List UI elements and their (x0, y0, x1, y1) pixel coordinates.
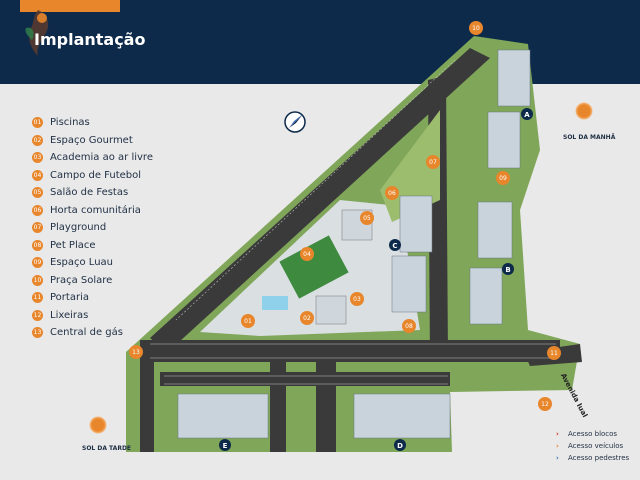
legend-number-badge: 05 (32, 187, 43, 199)
brand-logo-icon (25, 10, 49, 56)
legend-label: Praça Solare (50, 274, 113, 286)
amenities-legend: 01 Piscinas 02 Espaço Gourmet 03 Academia ao … (32, 114, 153, 342)
chevron-right-icon: › (556, 442, 559, 450)
legend-label: Pet Place (50, 239, 96, 251)
legend-item: 05 Salão de Festas (32, 184, 153, 202)
sun-icon-morning (575, 102, 593, 120)
legend-label: Portaria (50, 292, 89, 304)
football-field (279, 235, 349, 299)
legend-number-badge: 03 (32, 152, 43, 164)
svg-text:04: 04 (303, 251, 311, 258)
block-markers: A B C D E (219, 108, 533, 451)
svg-text:09: 09 (499, 175, 507, 182)
page-title: Implantação (34, 30, 146, 49)
legend-number-badge: 08 (32, 239, 43, 251)
legend-item: 06 Horta comunitária (32, 202, 153, 220)
legend-number-badge: 10 (32, 274, 43, 286)
access-legend: ›Acesso blocos ›Acesso veículos ›Acesso … (556, 428, 629, 464)
svg-text:01: 01 (244, 318, 252, 325)
legend-item: 08 Pet Place (32, 237, 153, 255)
legend-label: Piscinas (50, 117, 90, 129)
sun-icon-afternoon (89, 416, 107, 434)
legend-number-badge: 12 (32, 309, 43, 321)
svg-text:07: 07 (429, 159, 437, 166)
svg-text:02: 02 (303, 315, 311, 322)
pool (262, 296, 288, 310)
svg-text:11: 11 (550, 350, 558, 357)
svg-text:A: A (524, 111, 530, 119)
legend-label: Playground (50, 222, 107, 234)
svg-text:13: 13 (132, 349, 140, 356)
legend-item: 10 Praça Solare (32, 272, 153, 290)
legend-item: 13 Central de gás (32, 324, 153, 342)
legend-item: 07 Playground (32, 219, 153, 237)
legend-number-badge: 13 (32, 327, 43, 339)
compass-icon (284, 111, 306, 133)
svg-text:12: 12 (541, 401, 549, 408)
legend-item: 09 Espaço Luau (32, 254, 153, 272)
svg-text:10: 10 (472, 25, 480, 32)
chevron-right-icon: › (556, 430, 559, 438)
legend-item: 12 Lixeiras (32, 307, 153, 325)
legend-number-badge: 09 (32, 257, 43, 269)
parking-spaces (150, 59, 556, 385)
header-accent-strip (20, 0, 120, 12)
legend-number-badge: 02 (32, 134, 43, 146)
legend-item: 11 Portaria (32, 289, 153, 307)
legend-label: Lixeiras (50, 309, 89, 321)
svg-text:08: 08 (405, 323, 413, 330)
legend-number-badge: 06 (32, 204, 43, 216)
access-vehicles: ›Acesso veículos (556, 442, 624, 450)
legend-label: Espaço Gourmet (50, 134, 133, 146)
sun-morning-label: SOL DA MANHÃ (563, 134, 616, 141)
svg-text:06: 06 (388, 190, 396, 197)
legend-label: Campo de Futebol (50, 169, 142, 181)
legend-number-badge: 11 (32, 292, 43, 304)
legend-number-badge: 04 (32, 169, 43, 181)
legend-item: 03 Academia ao ar livre (32, 149, 153, 167)
access-pedestrians: ›Acesso pedestres (556, 454, 630, 462)
svg-text:05: 05 (363, 215, 371, 222)
legend-label: Salão de Festas (50, 187, 129, 199)
legend-number-badge: 01 (32, 117, 43, 129)
access-blocks: ›Acesso blocos (556, 430, 618, 438)
gourmet-building (315, 295, 347, 325)
amenity-markers: 01 02 03 04 05 06 07 08 09 10 11 12 13 (129, 21, 561, 411)
legend-label: Espaço Luau (50, 257, 113, 269)
svg-text:D: D (397, 442, 403, 450)
legend-item: 02 Espaço Gourmet (32, 132, 153, 150)
legend-item: 01 Piscinas (32, 114, 153, 132)
legend-label: Academia ao ar livre (50, 152, 153, 164)
svg-text:E: E (223, 442, 228, 450)
sun-afternoon-label: SOL DA TARDE (82, 445, 132, 452)
header-bar (0, 0, 640, 84)
svg-text:B: B (505, 266, 510, 274)
legend-label: Central de gás (50, 327, 123, 339)
residential-buildings (177, 49, 531, 439)
chevron-right-icon: › (556, 454, 559, 462)
legend-number-badge: 07 (32, 222, 43, 234)
legend-item: 04 Campo de Futebol (32, 167, 153, 185)
svg-text:03: 03 (353, 296, 361, 303)
legend-label: Horta comunitária (50, 204, 141, 216)
svg-text:C: C (392, 242, 397, 250)
